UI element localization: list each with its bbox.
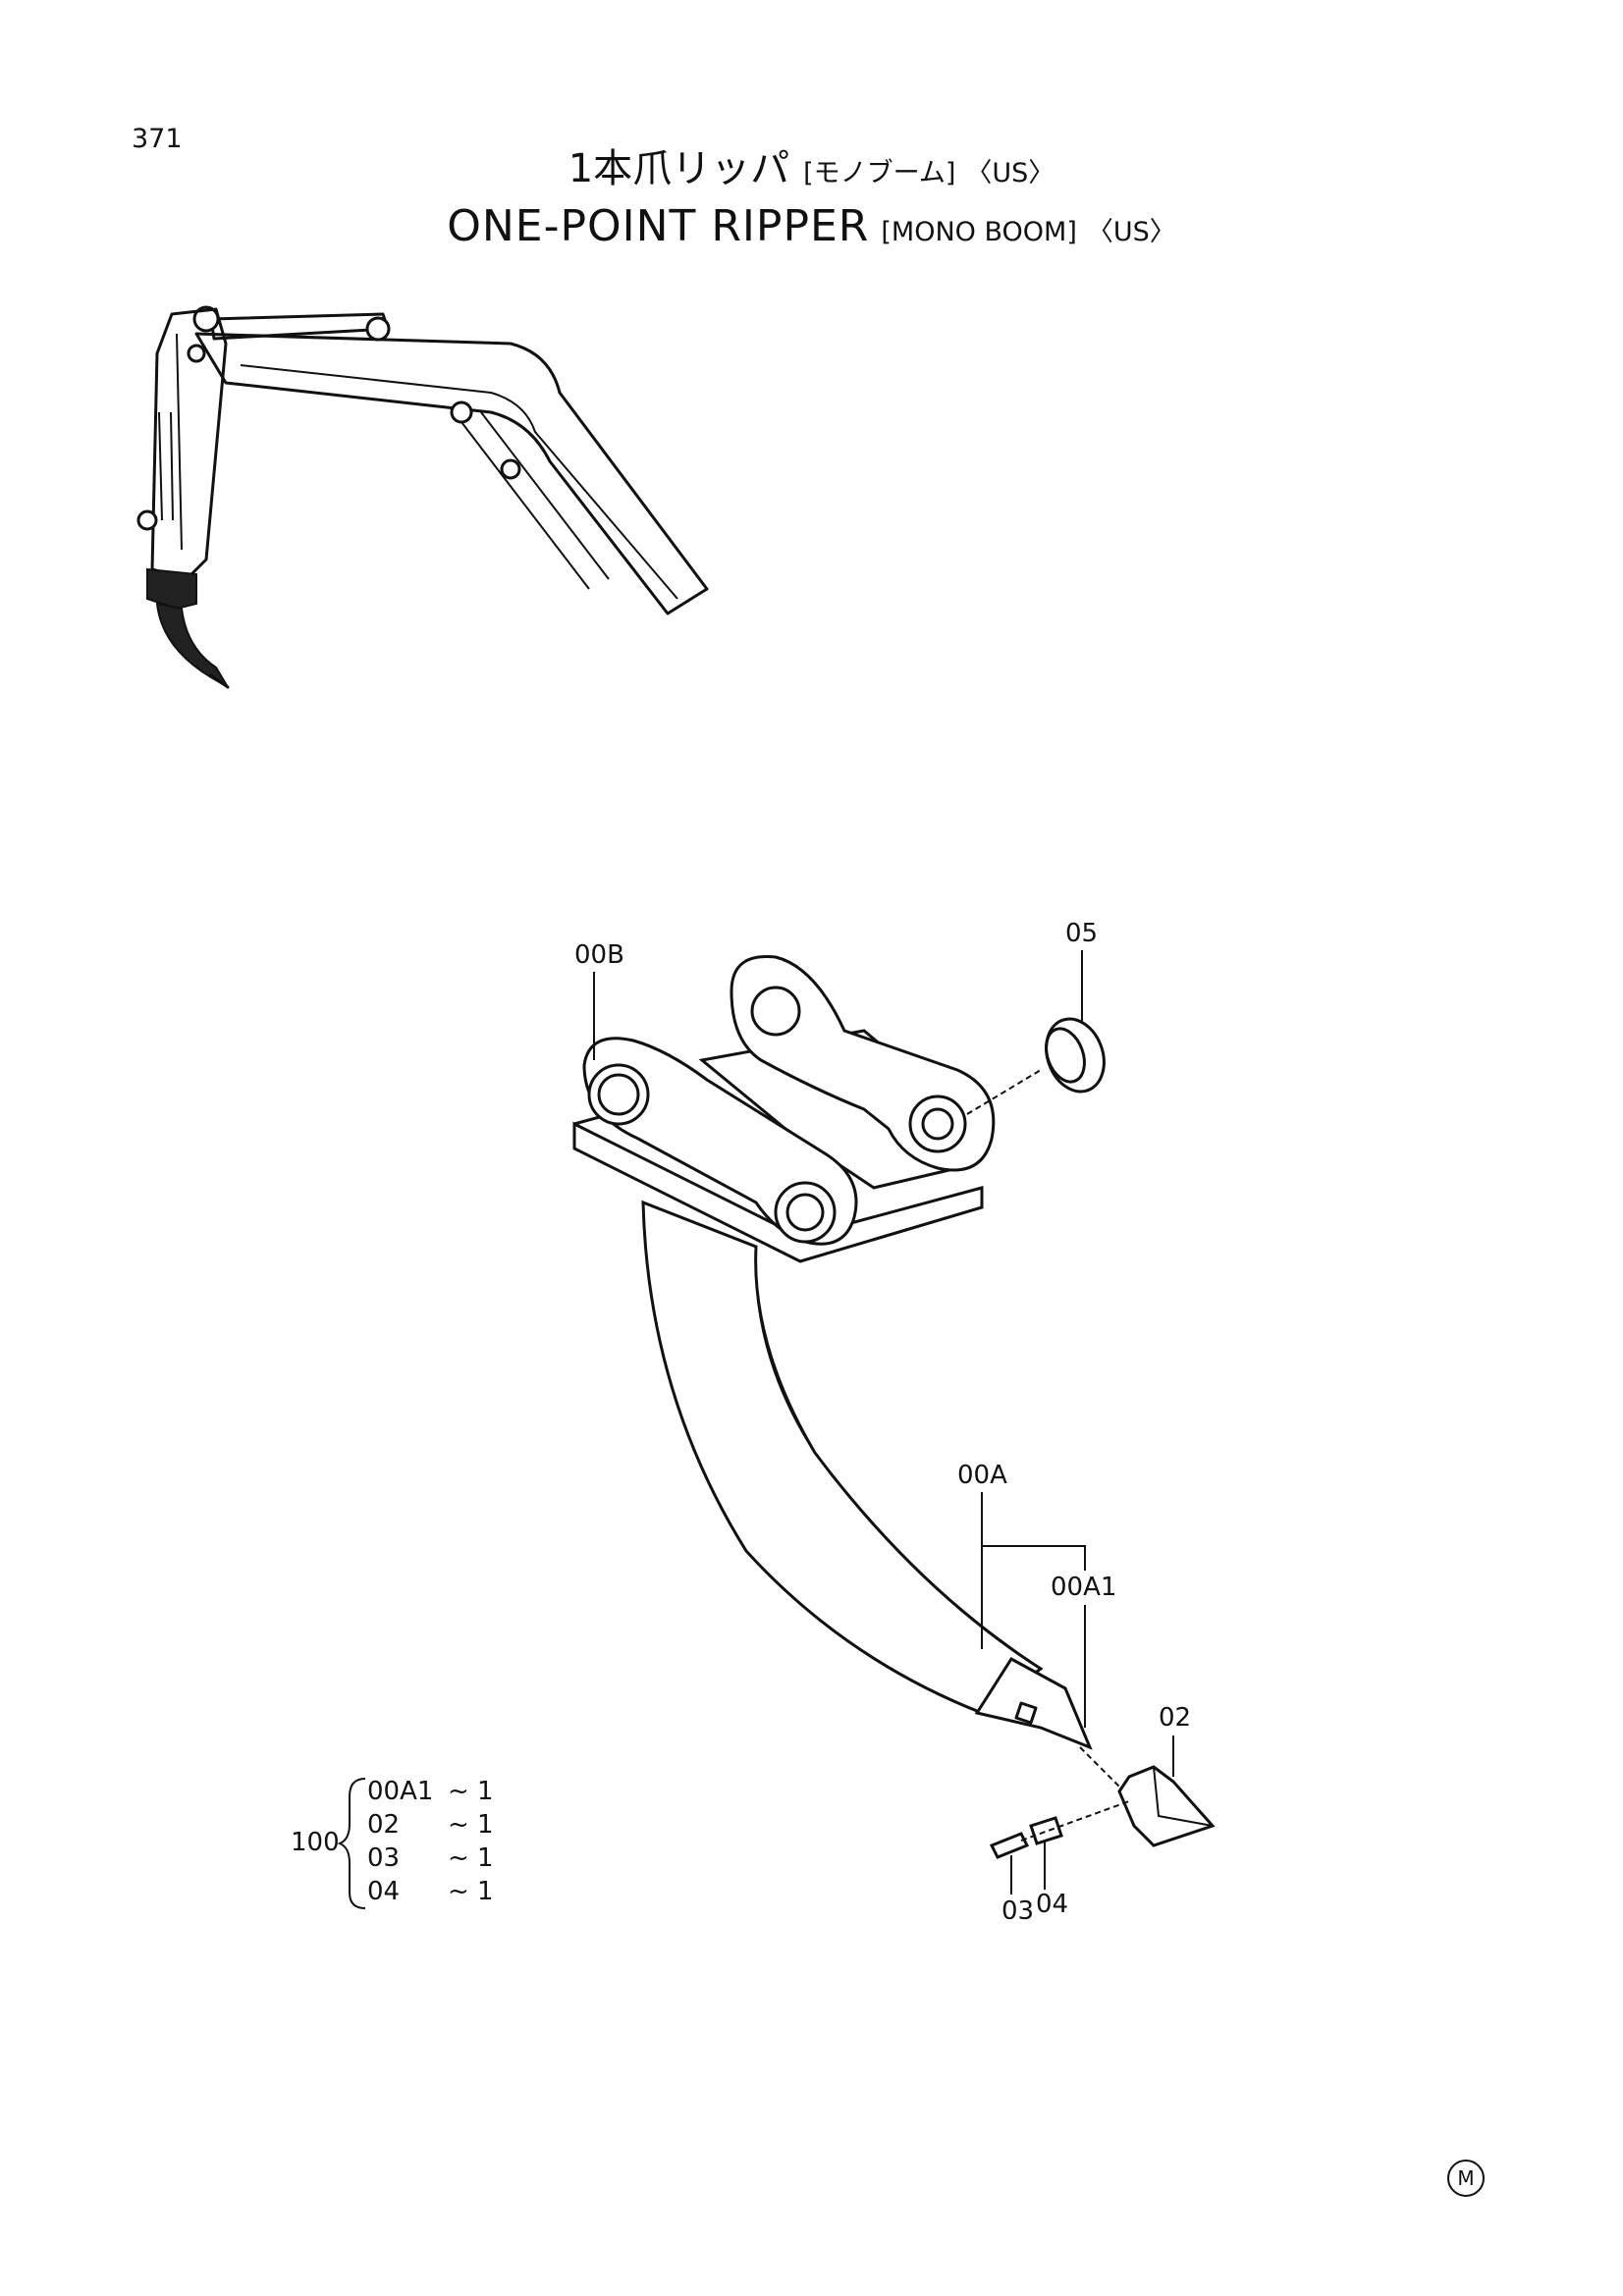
kit-row-qty: ~ 1 <box>448 1843 494 1873</box>
kit-row: 04 ~ 1 <box>367 1875 494 1908</box>
title-english: ONE-POINT RIPPER [MONO BOOM] 〈US〉 <box>0 201 1623 258</box>
kit-row: 02 ~ 1 <box>367 1808 494 1842</box>
title-english-region: 〈US〉 <box>1086 217 1176 247</box>
title-english-main: ONE-POINT RIPPER <box>447 201 870 251</box>
callout-00A: 00A <box>957 1461 1007 1490</box>
kit-row-part: 00A1 <box>367 1777 434 1806</box>
title-english-sub: [MONO BOOM] <box>881 217 1077 247</box>
title-japanese: 1本爪リッパ [モノブーム] 〈US〉 <box>0 145 1623 197</box>
kit-row-qty: ~ 1 <box>448 1877 494 1906</box>
kit-row-part: 03 <box>367 1843 401 1873</box>
leader-lines <box>593 950 1174 1895</box>
callout-02: 02 <box>1159 1703 1192 1733</box>
title-japanese-region: 〈US〉 <box>965 158 1055 188</box>
callout-04: 04 <box>1036 1890 1069 1919</box>
kit-row-part: 02 <box>367 1810 401 1840</box>
title-japanese-sub: [モノブーム] <box>803 158 956 188</box>
kit-number: 100 <box>291 1828 340 1857</box>
kit-row-part: 04 <box>367 1877 401 1906</box>
callout-05: 05 <box>1065 919 1099 948</box>
callout-03: 03 <box>1001 1896 1035 1926</box>
circled-m-mark: M <box>1447 2160 1485 2197</box>
callout-00B: 00B <box>574 940 624 970</box>
kit-row: 00A1 ~ 1 <box>367 1775 494 1808</box>
callout-00A1: 00A1 <box>1051 1573 1117 1602</box>
kit-row-qty: ~ 1 <box>448 1777 494 1806</box>
page-number: 371 <box>132 124 183 154</box>
kit-row: 03 ~ 1 <box>367 1842 494 1875</box>
ripper-assembly-illustration <box>572 954 1216 1859</box>
kit-parts-list: 00A1 ~ 1 02 ~ 1 03 ~ 1 04 ~ 1 <box>367 1775 494 1908</box>
kit-row-qty: ~ 1 <box>448 1810 494 1840</box>
excavator-overview-illustration <box>136 305 709 689</box>
kit-brace <box>337 1778 366 1909</box>
title-japanese-main: 1本爪リッパ <box>568 146 790 191</box>
